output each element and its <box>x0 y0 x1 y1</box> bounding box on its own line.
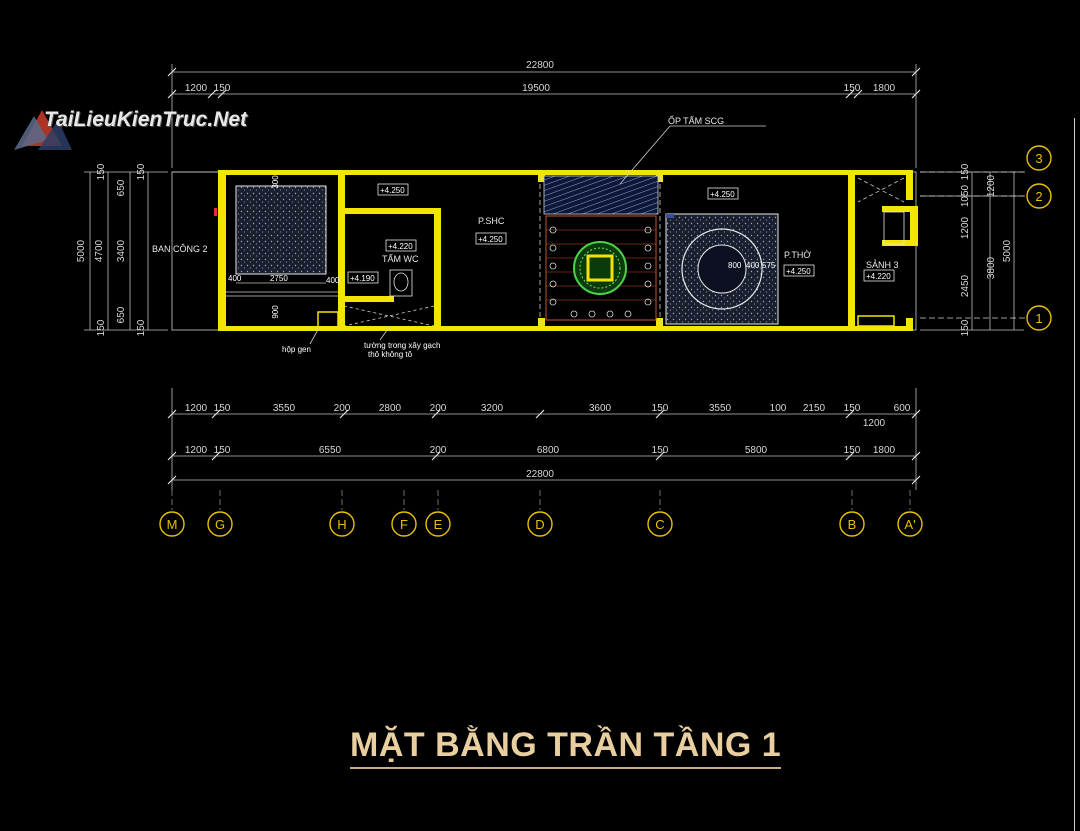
dim-bot1-4: 200 <box>334 403 351 414</box>
dim-right-a5: 150 <box>960 319 971 336</box>
dim-overall-top: 22800 <box>526 60 554 71</box>
room-labels: BAN CÔNG 2 P.SHC TẤM WC P.THỜ SẢNH 3 ỐP … <box>152 115 899 359</box>
dim-bot2-2: 150 <box>214 445 231 456</box>
dim-inner-400a: 400 <box>228 274 242 283</box>
dim-overall-bottom: 22800 <box>526 469 554 480</box>
dim-inner-2750: 2750 <box>270 274 288 283</box>
dim-bot2-1: 1200 <box>185 445 208 456</box>
dim-bot2-3: 6550 <box>319 445 342 456</box>
dim-left-a3: 3400 <box>116 239 127 262</box>
grid-label-G: G <box>215 517 225 532</box>
dim-bot1-1: 1200 <box>185 403 208 414</box>
dim-bot1-3: 3550 <box>273 403 296 414</box>
dim-bot1-13: 150 <box>844 403 861 414</box>
dim-top-2: 150 <box>214 83 231 94</box>
grid-label-E: E <box>434 517 443 532</box>
dim-bot1-12: 2150 <box>803 403 826 414</box>
dim-inner-575: 575 <box>762 261 776 270</box>
grid-label-C: C <box>655 517 664 532</box>
dim-top-3: 19500 <box>522 83 550 94</box>
dim-right-a3: 1200 <box>960 216 971 239</box>
dim-left-a1: 150 <box>96 163 107 180</box>
level-tags: +4.250 +4.220 +4.190 +4.250 +4.250 +4.25… <box>347 183 895 284</box>
dim-bot2-7: 5800 <box>745 445 768 456</box>
dim-top-1: 1200 <box>185 83 208 94</box>
dim-bot1-6: 200 <box>430 403 447 414</box>
dim-right-a4: 2450 <box>960 274 971 297</box>
dim-left-a5: 150 <box>96 319 107 336</box>
level-tag-7: +4.220 <box>866 272 891 281</box>
dim-right-outer: 5000 <box>1002 239 1013 262</box>
dim-bot2-9: 1800 <box>873 445 896 456</box>
inner-dimensions: 2750 400 400 300 900 800 400 575 <box>228 175 776 319</box>
right-dimensions: 150 1050 1200 2450 150 1200 3800 5000 <box>920 163 1024 336</box>
sheet-border <box>1074 118 1075 831</box>
dim-right-m2: 3800 <box>986 256 997 279</box>
dim-bot1-14: 600 <box>894 403 911 414</box>
level-tag-3: +4.190 <box>350 274 375 283</box>
grid-label-F: F <box>400 517 408 532</box>
grid-label-D: D <box>535 517 544 532</box>
dim-bot2-6: 150 <box>652 445 669 456</box>
dim-bot1-7: 3200 <box>481 403 504 414</box>
dim-top-5: 1800 <box>873 83 896 94</box>
grid-label-B: B <box>848 517 857 532</box>
floor-plan <box>171 125 918 331</box>
grid-label-2: 2 <box>1035 189 1042 204</box>
grid-label-1: 1 <box>1035 311 1042 326</box>
grid-label-A-prime: A' <box>904 517 915 532</box>
dim-left-mid: 4700 <box>94 239 105 262</box>
dim-inner-300: 300 <box>271 175 280 189</box>
grid-bubbles-bottom: M G H F E D C B A' <box>159 490 923 537</box>
dim-bot2-5: 6800 <box>537 445 560 456</box>
label-scg: ỐP TẤM SCG <box>668 115 724 126</box>
dim-inner-400b: 400 <box>326 276 340 285</box>
room-worship: P.THỜ <box>784 250 811 260</box>
room-shc: P.SHC <box>478 216 505 226</box>
watermark-logo: TaiLieuKienTruc.Net <box>14 104 264 154</box>
dim-left-b1: 150 <box>136 163 147 180</box>
dim-inner-400c: 400 <box>746 261 760 270</box>
dim-left-a4: 650 <box>116 306 127 323</box>
room-balcony: BAN CÔNG 2 <box>152 244 208 254</box>
label-wall-note-1: tường trong xây gạch <box>364 341 440 350</box>
dim-left-b2: 150 <box>136 319 147 336</box>
left-dimensions: 5000 4700 150 650 3400 650 150 150 150 <box>76 163 168 336</box>
dim-inner-900: 900 <box>271 305 280 319</box>
grid-label-H: H <box>337 517 346 532</box>
room-wc: TẤM WC <box>382 254 419 264</box>
dim-bot1-5: 2800 <box>379 403 402 414</box>
dim-right-m1: 1200 <box>986 174 997 197</box>
level-tag-4: +4.250 <box>478 235 503 244</box>
room-hall: SẢNH 3 <box>866 259 899 270</box>
label-gas-box: hộp gen <box>282 345 311 354</box>
dim-bot2-4: 200 <box>430 445 447 456</box>
dim-bot1-11: 100 <box>770 403 787 414</box>
dim-inner-800: 800 <box>728 261 742 270</box>
dim-bot2-8: 150 <box>844 445 861 456</box>
staircase <box>545 215 657 321</box>
grid-label-3: 3 <box>1035 151 1042 166</box>
logo-text: TaiLieuKienTruc.Net <box>44 108 248 131</box>
dim-left-a2: 650 <box>116 179 127 196</box>
label-wall-note-2: thô không tô <box>368 350 413 359</box>
level-tag-5: +4.250 <box>710 190 735 199</box>
drawing-title: MẶT BẰNG TRẦN TẦNG 1 <box>350 726 782 769</box>
dim-top-4: 150 <box>844 83 861 94</box>
level-tag-1: +4.250 <box>380 186 405 195</box>
dim-bot-extra: 1200 <box>863 418 886 429</box>
bottom-dimensions: 1200 150 3550 200 2800 200 3200 3600 150… <box>167 388 921 490</box>
dim-left-outer: 5000 <box>76 239 87 262</box>
top-dimensions: 22800 1200 150 19500 150 1800 <box>167 60 921 168</box>
dim-bot1-8: 3600 <box>589 403 612 414</box>
level-tag-2: +4.220 <box>388 242 413 251</box>
dim-bot1-10: 3550 <box>709 403 732 414</box>
grid-bubbles-right: 3 2 1 <box>920 145 1052 331</box>
level-tag-6: +4.250 <box>786 267 811 276</box>
dim-bot1-9: 150 <box>652 403 669 414</box>
grid-label-M: M <box>167 517 178 532</box>
dim-bot1-2: 150 <box>214 403 231 414</box>
logo-triangle-icon <box>14 110 72 150</box>
